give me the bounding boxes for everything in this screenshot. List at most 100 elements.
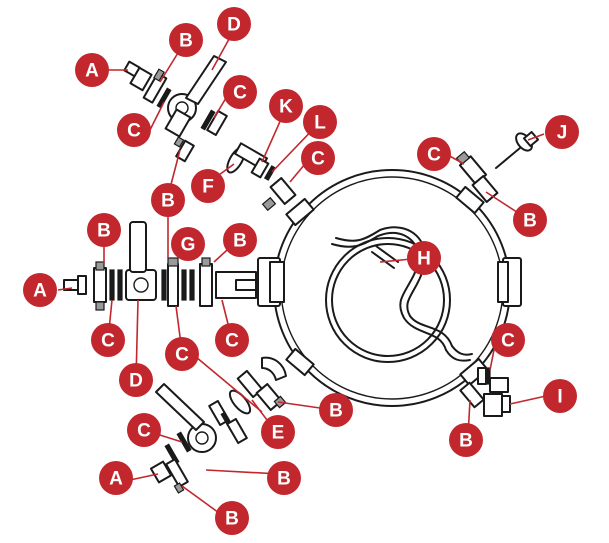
label-badge-text: D xyxy=(129,371,143,392)
fitting-a-top xyxy=(123,60,153,92)
right-side-port-neck xyxy=(497,261,509,303)
label-badge-b3: B xyxy=(513,203,547,237)
label-badge-a2: A xyxy=(23,273,57,307)
gasket-c-center xyxy=(261,356,287,381)
label-badge-circle xyxy=(169,23,203,57)
label-badge-circle xyxy=(223,75,257,109)
label-badge-text: I xyxy=(557,387,562,408)
gasket-c-mid xyxy=(261,177,297,212)
label-badge-text: C xyxy=(101,331,115,352)
label-badge-b9: B xyxy=(215,501,249,535)
lower-left-port xyxy=(285,347,315,377)
label-badge-b1: B xyxy=(169,23,203,57)
label-badge-d1: D xyxy=(217,7,251,41)
label-badge-text: A xyxy=(33,281,47,302)
label-badge-l1: L xyxy=(303,105,337,139)
label-badge-text: B xyxy=(225,509,239,530)
clamp-b-center xyxy=(199,257,257,307)
label-badge-b8: B xyxy=(449,423,483,457)
label-badge-circle xyxy=(119,363,153,397)
label-badge-circle xyxy=(545,115,579,149)
upper-left-port xyxy=(285,197,315,227)
label-badge-circle xyxy=(491,323,525,357)
label-badge-text: L xyxy=(314,113,326,134)
gasket-c-lower xyxy=(176,431,192,453)
label-badge-b6: B xyxy=(267,461,301,495)
label-badge-b2: B xyxy=(151,183,185,217)
label-badge-b5: B xyxy=(223,223,257,257)
left-side-port-neck xyxy=(269,261,285,303)
part-l xyxy=(263,165,277,181)
label-badge-circle xyxy=(217,7,251,41)
label-badge-text: C xyxy=(127,121,141,142)
part-j xyxy=(495,130,540,169)
label-badge-a3: A xyxy=(99,461,133,495)
label-badge-circle xyxy=(191,169,225,203)
label-badge-circle xyxy=(269,89,303,123)
label-badge-circle xyxy=(319,393,353,427)
label-badge-h1: H xyxy=(407,241,441,275)
label-badge-text: B xyxy=(523,211,537,232)
gasket-c-left xyxy=(109,269,123,301)
label-badge-circle xyxy=(23,273,57,307)
gasket-c-top xyxy=(156,87,172,109)
label-badge-circle xyxy=(171,227,205,261)
label-badge-text: B xyxy=(329,401,343,422)
label-badge-a1: A xyxy=(75,53,109,87)
label-badge-text: B xyxy=(277,469,291,490)
label-badge-circle xyxy=(99,461,133,495)
label-badge-d2: D xyxy=(119,363,153,397)
label-badge-c6: C xyxy=(165,337,199,371)
label-badge-circle xyxy=(91,323,125,357)
vessel xyxy=(257,169,522,407)
label-badge-text: B xyxy=(459,431,473,452)
label-badge-c4: C xyxy=(417,137,451,171)
label-badge-text: B xyxy=(161,191,175,212)
label-badge-k1: K xyxy=(269,89,303,123)
label-badge-b7: B xyxy=(319,393,353,427)
label-badge-c9: C xyxy=(127,413,161,447)
label-badge-circle xyxy=(449,423,483,457)
label-badge-c3: C xyxy=(301,141,335,175)
part-k xyxy=(250,157,270,179)
clamp-b-left xyxy=(93,261,107,311)
label-badge-text: C xyxy=(427,145,441,166)
top-valve-assembly xyxy=(123,55,228,163)
label-badge-text: C xyxy=(175,345,189,366)
label-badge-circle xyxy=(407,241,441,275)
part-i xyxy=(483,377,511,417)
label-badge-circle xyxy=(151,183,185,217)
bottom-valve-assembly xyxy=(149,383,248,494)
label-badge-text: G xyxy=(181,235,196,256)
label-badge-text: A xyxy=(109,469,123,490)
label-badge-c5: C xyxy=(91,323,125,357)
label-badge-text: C xyxy=(311,149,325,170)
valve-d-top xyxy=(164,55,227,138)
label-badge-text: K xyxy=(279,97,293,118)
clamp-b-mid-top xyxy=(173,136,195,163)
label-badge-circle xyxy=(543,379,577,413)
label-badge-text: C xyxy=(233,83,247,104)
label-badge-c1: C xyxy=(117,113,151,147)
label-badge-circle xyxy=(165,337,199,371)
label-badge-i1: I xyxy=(543,379,577,413)
label-badge-circle xyxy=(267,461,301,495)
label-badge-circle xyxy=(513,203,547,237)
label-badge-circle xyxy=(417,137,451,171)
label-badge-text: A xyxy=(85,61,99,82)
label-badge-c7: C xyxy=(215,323,249,357)
label-badge-c8: C xyxy=(491,323,525,357)
clamp-b-bottom xyxy=(165,458,189,494)
label-badge-circle xyxy=(215,501,249,535)
label-badge-c2: C xyxy=(223,75,257,109)
label-badge-text: B xyxy=(97,221,111,242)
label-badge-circle xyxy=(301,141,335,175)
label-badge-text: C xyxy=(225,331,239,352)
label-badge-f1: F xyxy=(191,169,225,203)
label-badge-circle xyxy=(75,53,109,87)
label-badge-text: J xyxy=(557,123,568,144)
label-badge-text: B xyxy=(233,231,247,252)
label-badge-circle xyxy=(215,323,249,357)
label-badge-circle xyxy=(87,213,121,247)
